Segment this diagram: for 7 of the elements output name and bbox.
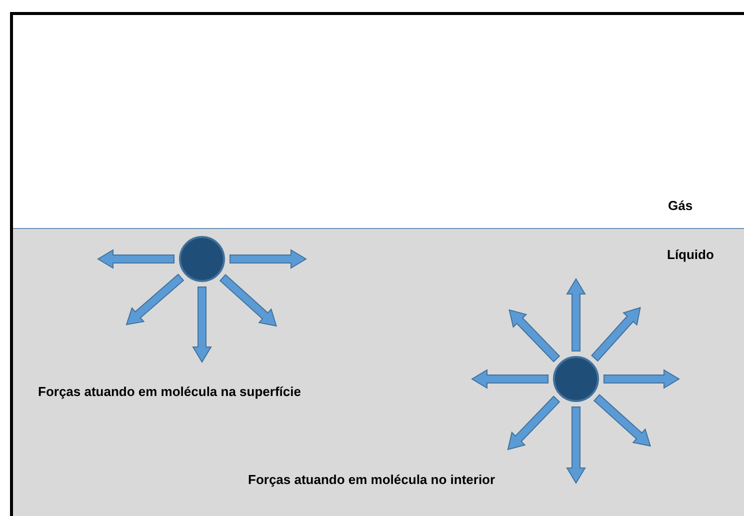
liquid-region — [13, 228, 744, 516]
region-label: Líquido — [667, 247, 714, 262]
molecule-circle — [179, 236, 225, 282]
caption: Forças atuando em molécula na superfície — [38, 384, 301, 399]
molecule-circle — [553, 356, 599, 402]
region-label: Gás — [668, 198, 693, 213]
caption: Forças atuando em molécula no interior — [248, 472, 496, 487]
